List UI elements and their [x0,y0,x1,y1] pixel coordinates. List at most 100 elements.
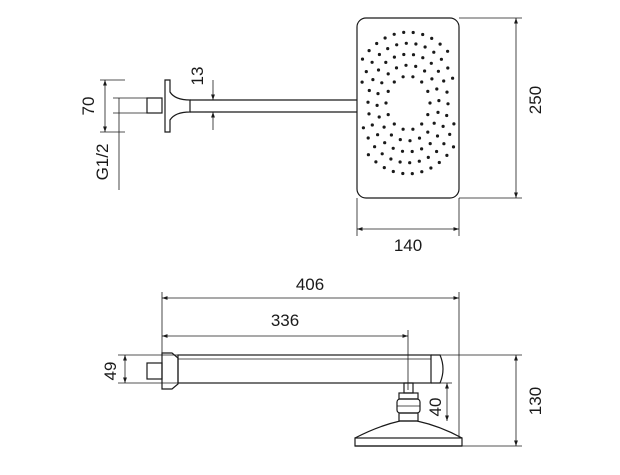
nozzle [366,136,370,140]
nozzle [404,63,408,67]
nozzle [410,149,414,154]
nozzle [366,100,370,104]
nozzle [420,147,424,151]
nozzle [398,138,402,142]
side-arm [177,354,432,384]
nozzle [401,171,405,176]
nozzle [401,75,405,79]
nozzle [360,57,365,61]
dim-label-total-length: 406 [296,275,324,294]
nozzle [376,133,380,137]
nozzle [410,172,414,176]
nozzle [375,103,379,107]
nozzle [446,49,450,53]
nozzle [432,50,436,54]
wall-flange [164,79,191,133]
shower-head-dome [354,420,463,439]
nozzle [361,126,365,130]
nozzle [435,134,440,138]
nozzle [377,115,381,119]
nozzle [386,113,390,117]
top-view: 70 G1/2 13 250 140 [79,17,545,255]
nozzle [394,66,399,70]
nozzle [451,76,455,80]
nozzle [446,102,450,106]
nozzle [382,166,386,170]
nozzle [451,145,456,149]
nozzle [414,64,418,68]
side-wall-connector [146,362,163,380]
nozzle [376,92,380,96]
nozzle [426,130,430,134]
nozzle [437,160,441,165]
nozzle [380,152,384,156]
nozzle [402,52,406,57]
nozzle [435,149,439,154]
shower-head-side [354,437,463,447]
nozzle [395,43,399,47]
nozzle [426,155,430,159]
side-wall-flange [161,352,179,390]
nozzle [389,157,393,161]
nozzle [367,112,371,116]
nozzle [375,41,379,46]
nozzle-pattern [360,30,456,176]
nozzle [428,101,432,105]
nozzle [401,127,405,131]
nozzle [414,42,418,46]
nozzle [386,89,390,93]
swivel-ball [398,412,419,422]
nozzle [377,52,381,57]
nozzle [370,123,374,127]
nozzle [420,122,424,126]
shower-head-plate [356,17,460,199]
nozzle [392,122,396,126]
nozzle [374,160,378,164]
nozzle [429,166,433,170]
dim-label-total-drop: 130 [526,387,545,415]
nozzle [376,68,381,72]
dim-label-arm-thickness: 13 [188,67,207,86]
nozzle [392,80,396,84]
nozzle [382,125,386,129]
nozzle [380,81,384,85]
nozzle [392,32,396,36]
nozzle [423,69,427,73]
wall-connector [146,97,163,114]
nozzle [428,142,432,146]
nozzle [436,69,440,73]
nozzle [411,127,415,131]
nozzle [420,80,424,84]
nozzle [437,99,441,103]
nozzle [411,30,415,35]
nozzle [392,55,396,59]
nozzle [404,41,408,45]
nozzle [402,30,406,34]
nozzle [384,60,388,64]
dim-label-thread: G1/2 [93,144,112,181]
nozzle [426,89,430,93]
nozzle [439,57,443,61]
nozzle [400,149,405,153]
nozzle [370,60,374,64]
nozzle [383,36,387,40]
nozzle [446,66,450,70]
nozzle [445,113,449,118]
nozzle [438,42,442,46]
nozzle [445,153,449,157]
dim-label-arm-length: 336 [271,311,299,330]
nozzle [429,61,433,65]
nozzle [417,159,421,163]
side-arm-end-cap [431,354,444,384]
nozzle [408,139,412,143]
nozzle [391,169,395,174]
nozzle [367,88,371,93]
nozzle [389,133,393,137]
nozzle [441,124,445,128]
nozzle [430,77,434,81]
nozzle [442,79,446,83]
nozzle [371,78,375,82]
dim-label-head-length: 250 [526,86,545,114]
nozzle [421,56,425,60]
